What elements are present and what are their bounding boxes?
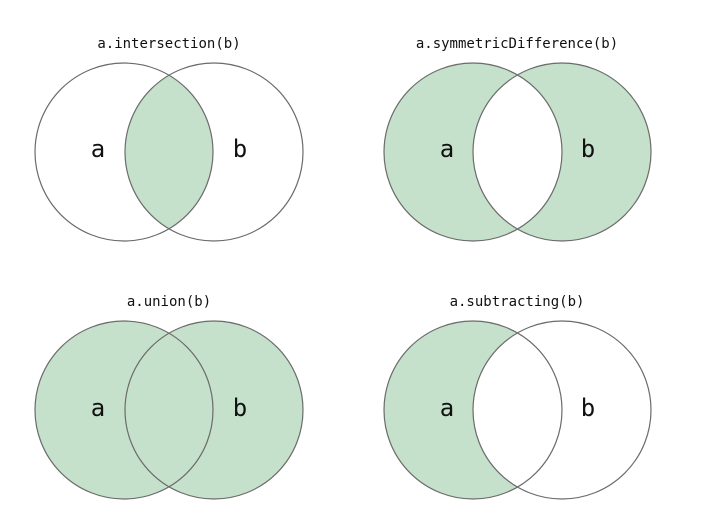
set-b-label: b — [581, 135, 595, 163]
diagram-title: a.subtracting(b) — [450, 294, 585, 310]
shaded-regions — [35, 321, 303, 499]
venn-subtracting: a.subtracting(b) a b — [383, 294, 652, 500]
circle-a-outline — [34, 62, 214, 242]
shaded-regions — [384, 321, 562, 499]
diagram-title: a.intersection(b) — [97, 36, 240, 52]
set-b-label: b — [233, 135, 247, 163]
region-b-only — [125, 321, 303, 499]
set-b-label: b — [233, 394, 247, 422]
shaded-regions — [384, 63, 651, 241]
diagram-title: a.symmetricDifference(b) — [416, 36, 618, 52]
circle-b-outline — [124, 62, 304, 242]
circle-b-outline — [472, 62, 652, 242]
set-a-label: a — [91, 135, 105, 163]
circle-a-outline — [383, 62, 563, 242]
venn-union: a.union(b) a b — [34, 294, 304, 500]
region-both — [125, 63, 213, 241]
set-a-label: a — [440, 394, 454, 422]
venn-symmetric-difference: a.symmetricDifference(b) a b — [383, 36, 652, 242]
circle-b-outline — [124, 320, 304, 500]
set-b-label: b — [581, 394, 595, 422]
diagram-title: a.union(b) — [127, 294, 211, 310]
set-a-label: a — [91, 394, 105, 422]
circle-a-outline — [383, 320, 563, 500]
circle-a-outline — [34, 320, 214, 500]
set-a-label: a — [440, 135, 454, 163]
shaded-regions — [125, 63, 213, 241]
circle-b-outline — [472, 320, 652, 500]
venn-intersection: a.intersection(b) a b — [34, 36, 304, 242]
